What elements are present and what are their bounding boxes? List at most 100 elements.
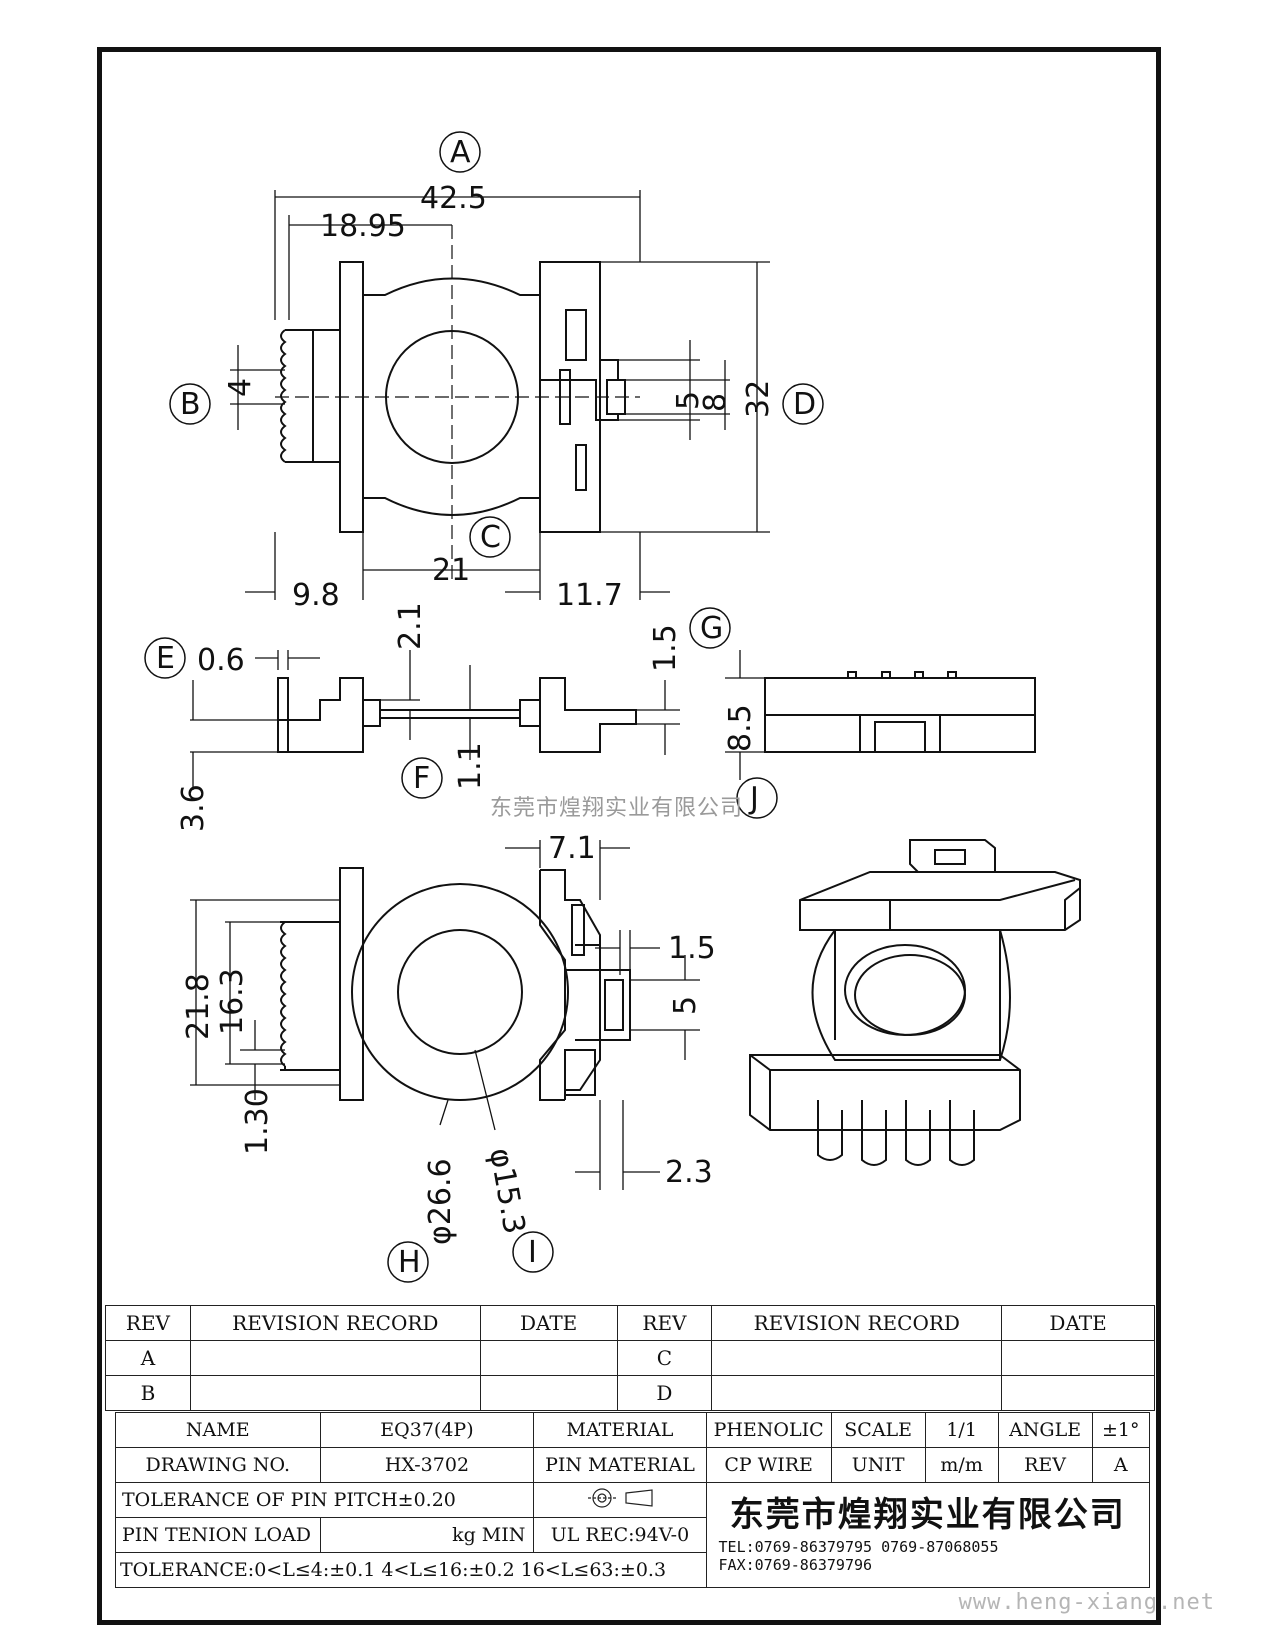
company-tel: TEL:0769-86379795 0769-87068055 xyxy=(718,1538,999,1556)
material-value: PHENOLIC xyxy=(705,1412,832,1448)
projection-symbol xyxy=(533,1482,707,1518)
rev-cell: C xyxy=(616,1340,713,1376)
ul-rec: UL REC:94V-0 xyxy=(533,1517,707,1553)
label-c: C xyxy=(480,520,501,555)
side-view-dimensions xyxy=(190,650,680,790)
dim-9-8: 9.8 xyxy=(292,578,340,613)
header-rev: REV xyxy=(105,1305,191,1341)
name-label: NAME xyxy=(115,1412,321,1448)
dim-8: 8 xyxy=(698,393,733,412)
dim-21-8: 21.8 xyxy=(181,973,216,1040)
general-tolerance: TOLERANCE:0<L≤4:±0.1 4<L≤16:±0.2 16<L≤63… xyxy=(115,1552,707,1588)
angle-value: ±1° xyxy=(1091,1412,1151,1448)
record-cell xyxy=(189,1340,481,1376)
dim-1-30: 1.30 xyxy=(240,1088,275,1155)
label-d: D xyxy=(793,387,816,422)
bottom-view xyxy=(280,867,631,1101)
dim-7-1: 7.1 xyxy=(548,831,596,866)
rev-cell: A xyxy=(105,1340,191,1376)
website-watermark: www.heng-xiang.net xyxy=(958,1590,1215,1615)
table-row: B D xyxy=(105,1375,1155,1411)
top-view-dimensions xyxy=(230,190,770,600)
dim-18-95: 18.95 xyxy=(320,209,406,244)
dim-26-6: φ26.6 xyxy=(423,1158,458,1245)
company-fax: FAX:0769-86379796 xyxy=(718,1556,873,1574)
date-cell xyxy=(1001,1340,1155,1376)
dim-5b: 5 xyxy=(668,996,703,1015)
dim-8-5: 8.5 xyxy=(723,704,758,752)
header-date-2: DATE xyxy=(1001,1305,1155,1341)
label-b: B xyxy=(180,387,201,422)
unit-value: m/m xyxy=(924,1447,999,1483)
dim-1-5b: 1.5 xyxy=(668,931,716,966)
revision-header-row: REV REVISION RECORD DATE REV REVISION RE… xyxy=(105,1305,1155,1341)
dim-3-6: 3.6 xyxy=(176,784,211,832)
dim-1-1: 1.1 xyxy=(453,742,488,790)
drawing-no-value: HX-3702 xyxy=(319,1447,535,1483)
label-h: H xyxy=(398,1245,421,1280)
rev-label: REV xyxy=(997,1447,1093,1483)
title-row-5: TOLERANCE:0<L≤4:±0.1 4<L≤16:±0.2 16<L≤63… xyxy=(115,1552,1150,1588)
label-e: E xyxy=(156,641,175,676)
top-view xyxy=(275,225,640,580)
rev-value: A xyxy=(1091,1447,1151,1483)
rev-cell: D xyxy=(616,1375,713,1411)
unit-label: UNIT xyxy=(830,1447,926,1483)
company-name: 东莞市煌翔实业有限公司 xyxy=(729,1495,1126,1535)
label-i: I xyxy=(528,1235,537,1270)
record-cell xyxy=(711,1340,1003,1376)
header-revision-record: REVISION RECORD xyxy=(189,1305,481,1341)
dim-5: 5 xyxy=(671,391,706,410)
revision-table: REV REVISION RECORD DATE REV REVISION RE… xyxy=(105,1305,1155,1411)
header-rev-2: REV xyxy=(616,1305,713,1341)
dim-42-5: 42.5 xyxy=(420,181,487,216)
title-row-3: TOLERANCE OF PIN PITCH±0.20 东莞市煌翔实业有限公司 … xyxy=(114,1482,1151,1588)
pin-load-label: PIN TENION LOAD xyxy=(115,1517,321,1553)
label-f: F xyxy=(413,761,430,796)
header-revision-record-2: REVISION RECORD xyxy=(711,1305,1003,1341)
name-value: EQ37(4P) xyxy=(319,1412,535,1448)
title-row-1: NAME EQ37(4P) MATERIAL PHENOLIC SCALE 1/… xyxy=(115,1412,1151,1448)
dim-1-5a: 1.5 xyxy=(648,624,683,672)
label-j: J xyxy=(748,781,759,816)
dim-21: 21 xyxy=(432,553,470,588)
dim-15-3: φ15.3 xyxy=(482,1145,532,1236)
rev-cell: B xyxy=(105,1375,191,1411)
dim-4: 4 xyxy=(223,378,258,397)
material-label: MATERIAL xyxy=(533,1412,707,1448)
title-row-2: DRAWING NO. HX-3702 PIN MATERIAL CP WIRE… xyxy=(115,1447,1151,1483)
pin-material-label: PIN MATERIAL xyxy=(533,1447,707,1483)
label-a: A xyxy=(450,135,471,170)
dim-0-6: 0.6 xyxy=(197,643,245,678)
table-row: A C xyxy=(105,1340,1155,1376)
reference-labels xyxy=(144,131,824,1283)
dim-32: 32 xyxy=(741,380,776,418)
scale-label: SCALE xyxy=(830,1412,926,1448)
pin-load-unit: kg MIN xyxy=(319,1517,535,1553)
date-cell xyxy=(479,1340,618,1376)
drawing-no-label: DRAWING NO. xyxy=(115,1447,321,1483)
first-angle-projection-icon xyxy=(587,1487,653,1508)
dim-2-3: 2.3 xyxy=(665,1155,713,1190)
pin-material-value: CP WIRE xyxy=(705,1447,832,1483)
record-cell xyxy=(189,1375,481,1411)
record-cell xyxy=(711,1375,1003,1411)
end-view-dimensions xyxy=(725,650,765,780)
header-date: DATE xyxy=(479,1305,618,1341)
dim-16-3: 16.3 xyxy=(215,968,250,1035)
watermark-company: 东莞市煌翔实业有限公司 xyxy=(490,796,744,821)
side-view xyxy=(277,677,637,753)
label-g: G xyxy=(700,611,723,646)
technical-drawing: A B C D E F G H I J 42.5 18.95 4 5 8 32 … xyxy=(144,131,1081,1283)
dim-11-7: 11.7 xyxy=(556,578,623,613)
scale-value: 1/1 xyxy=(924,1412,999,1448)
drawing-frame xyxy=(97,47,1161,1625)
date-cell xyxy=(1001,1375,1155,1411)
title-block: NAME EQ37(4P) MATERIAL PHENOLIC SCALE 1/… xyxy=(114,1412,1151,1588)
title-row-4: PIN TENION LOAD kg MIN UL REC:94V-0 xyxy=(115,1517,1150,1553)
company-block: 东莞市煌翔实业有限公司 TEL:0769-86379795 0769-87068… xyxy=(705,1482,1151,1588)
dim-2-1: 2.1 xyxy=(393,602,428,650)
bottom-view-dimensions xyxy=(190,840,700,1190)
date-cell xyxy=(479,1375,618,1411)
tolerance-pin-pitch: TOLERANCE OF PIN PITCH±0.20 xyxy=(114,1482,535,1518)
